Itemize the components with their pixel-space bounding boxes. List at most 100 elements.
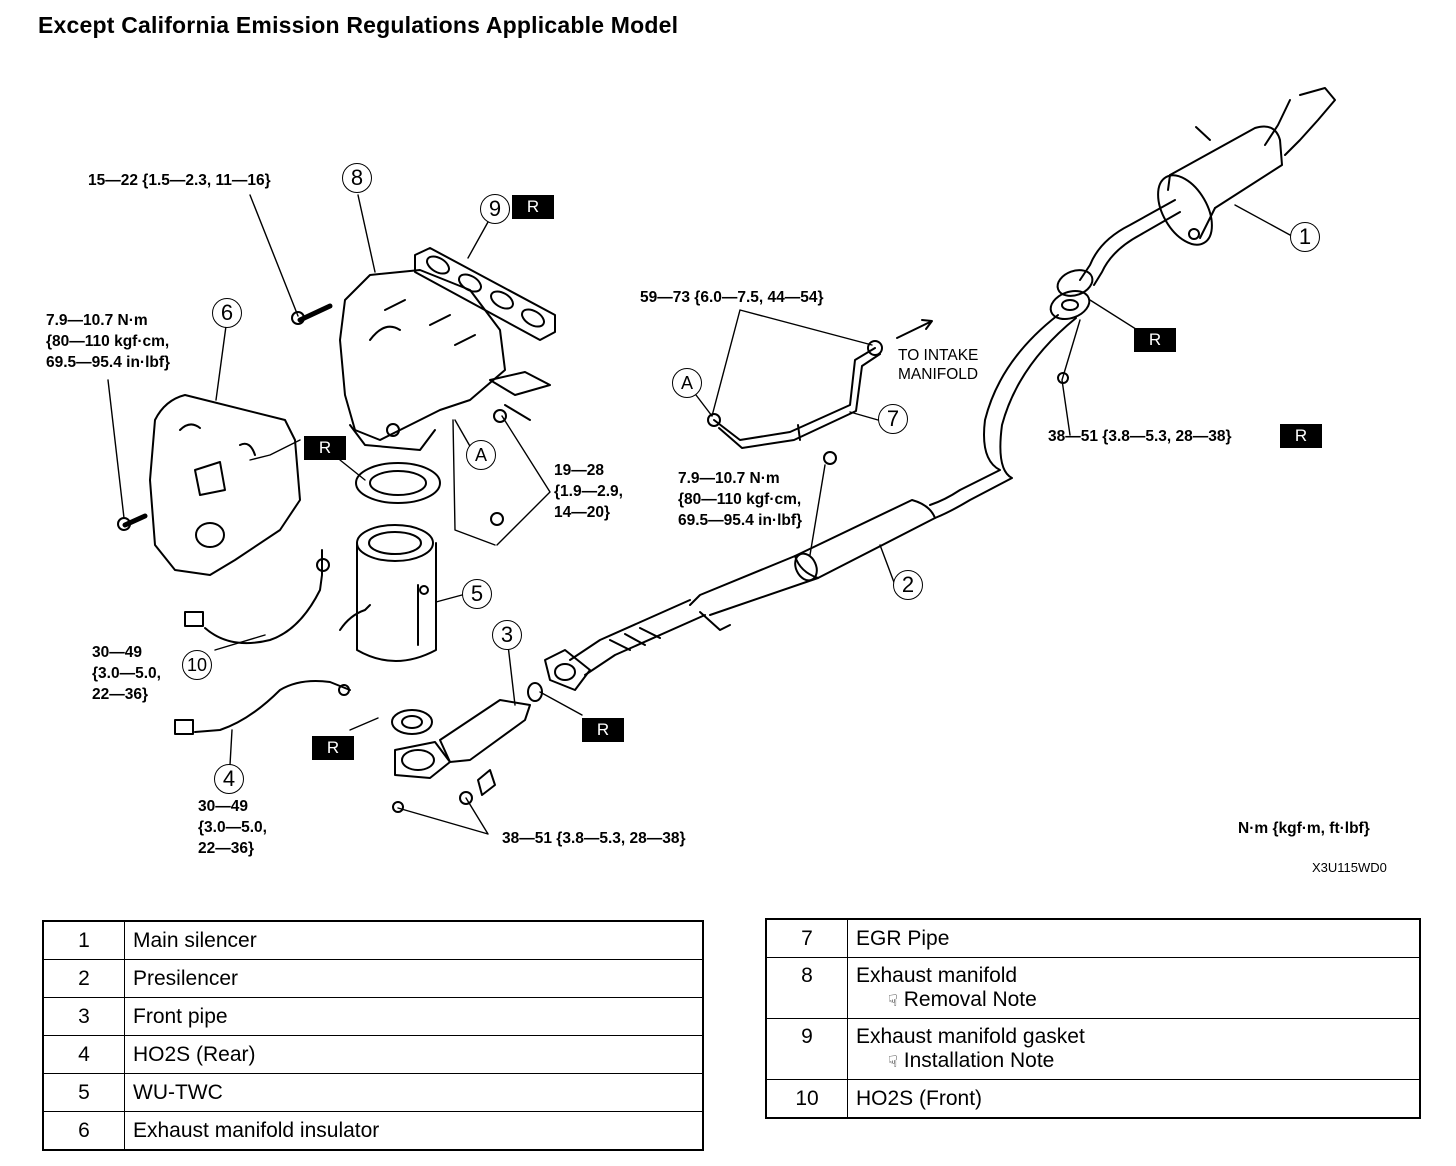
part-name: HO2S (Front) xyxy=(847,1079,1421,1119)
presilencer-drawing xyxy=(689,499,936,616)
torque-manifold-bolt: 15—22 {1.5—2.3, 11—16} xyxy=(88,172,271,189)
part-number: 2 xyxy=(42,959,125,998)
part-name: Exhaust manifold xyxy=(856,964,1018,987)
part-number: 10 xyxy=(765,1079,848,1119)
pointing-hand-icon: ☟ xyxy=(888,1054,898,1071)
part-name: Exhaust manifold gasket xyxy=(856,1025,1085,1048)
note-label: Installation Note xyxy=(903,1049,1055,1072)
ho2s-rear-drawing xyxy=(174,680,351,735)
to-intake-arrow-icon xyxy=(896,319,933,339)
part-number: 3 xyxy=(42,997,125,1036)
callout-7: 7 xyxy=(878,404,908,434)
wu-twc-drawing xyxy=(339,462,441,662)
table-row: 9 Exhaust manifold gasket ☟ Installation No… xyxy=(765,1018,1421,1080)
figure-code: X3U115WD0 xyxy=(1312,860,1387,875)
table-row: 8 Exhaust manifold ☟ Removal Note xyxy=(765,957,1421,1019)
callout-a-twc: A xyxy=(466,440,496,470)
exhaust-system-diagram xyxy=(107,87,1336,835)
replace-marker-front-gasket: R xyxy=(312,736,354,760)
replace-marker-twc-gasket: R xyxy=(304,436,346,460)
callout-10: 10 xyxy=(182,650,212,680)
egr-pipe-drawing xyxy=(713,347,881,449)
torque-ho2s-front: 30—49 {3.0—5.0, 22—36} xyxy=(92,642,161,705)
torque-line: 7.9—10.7 N·m xyxy=(46,312,148,329)
removal-note-link[interactable]: ☟ Removal Note xyxy=(856,988,1411,1012)
torque-rear-hanger: 38—51 {3.8—5.3, 28—38} xyxy=(1048,428,1232,445)
torque-line: {3.0—5.0, xyxy=(92,665,161,682)
torque-egr-union: 59—73 {6.0—7.5, 44—54} xyxy=(640,289,824,306)
torque-line: 69.5—95.4 in·lbf} xyxy=(678,512,803,529)
part-number: 8 xyxy=(765,957,848,1019)
units-note: N·m {kgf·m, ft·lbf} xyxy=(1238,820,1370,837)
replace-marker-rear-flange: R xyxy=(1134,328,1176,352)
center-pipe-drawing xyxy=(929,314,1077,519)
part-number: 4 xyxy=(42,1035,125,1074)
exhaust-manifold-drawing xyxy=(339,269,506,451)
flex-pipe-drawing xyxy=(544,599,731,691)
callout-9: 9 xyxy=(480,194,510,224)
torque-line: {1.9—2.9, xyxy=(554,483,623,500)
torque-line: {80—110 kgf·cm, xyxy=(46,333,170,350)
note-label: Removal Note xyxy=(903,988,1037,1011)
callout-6: 6 xyxy=(212,298,242,328)
torque-line: {3.0—5.0, xyxy=(198,819,267,836)
torque-line: 19—28 xyxy=(554,462,604,479)
torque-line: 69.5—95.4 in·lbf} xyxy=(46,354,171,371)
part-name: Front pipe xyxy=(124,997,704,1036)
part-name: EGR Pipe xyxy=(847,918,1421,958)
insulator-drawing xyxy=(149,394,301,576)
part-number: 1 xyxy=(42,920,125,960)
part-name: Presilencer xyxy=(124,959,704,998)
tail-pipe-drawing xyxy=(1079,199,1181,286)
page-title: Except California Emission Regulations A… xyxy=(38,12,679,38)
to-intake-manifold-label: TO INTAKE MANIFOLD xyxy=(898,346,978,384)
callout-5: 5 xyxy=(462,579,492,609)
pointing-hand-icon: ☟ xyxy=(888,993,898,1010)
part-cell: Exhaust manifold gasket ☟ Installation Not… xyxy=(847,1018,1421,1080)
part-number: 9 xyxy=(765,1018,848,1080)
replace-marker-rear-nut: R xyxy=(1280,424,1322,448)
replace-marker-gasket: R xyxy=(512,195,554,219)
heat-shield-drawing xyxy=(489,371,551,421)
part-name: Main silencer xyxy=(124,920,704,960)
part-number: 5 xyxy=(42,1073,125,1112)
torque-egr-bolt: 7.9—10.7 N·m {80—110 kgf·cm, 69.5—95.4 i… xyxy=(678,468,802,531)
part-number: 6 xyxy=(42,1111,125,1151)
replace-marker-front-pipe-ring: R xyxy=(582,718,624,742)
torque-front-pipe: 38—51 {3.8—5.3, 28—38} xyxy=(502,830,686,847)
torque-line: 22—36} xyxy=(92,686,149,703)
gasket-drawing xyxy=(414,247,556,341)
torque-twc-nut: 19—28 {1.9—2.9, 14—20} xyxy=(554,460,623,523)
callout-3: 3 xyxy=(492,620,522,650)
installation-note-link[interactable]: ☟ Installation Note xyxy=(856,1049,1411,1073)
callout-a-egr: A xyxy=(672,368,702,398)
part-name: Exhaust manifold insulator xyxy=(124,1111,704,1151)
torque-line: 30—49 xyxy=(92,644,142,661)
part-number: 7 xyxy=(765,918,848,958)
rear-flange-drawing xyxy=(1049,269,1094,321)
part-cell: Exhaust manifold ☟ Removal Note xyxy=(847,957,1421,1019)
callout-2: 2 xyxy=(893,570,923,600)
bolts-drawing xyxy=(117,303,1069,531)
torque-line: {80—110 kgf·cm, xyxy=(678,491,802,508)
torque-line: 30—49 xyxy=(198,798,248,815)
torque-line: 14—20} xyxy=(554,504,611,521)
torque-ho2s-rear: 30—49 {3.0—5.0, 22—36} xyxy=(198,796,267,859)
callout-4: 4 xyxy=(214,764,244,794)
callout-8: 8 xyxy=(342,163,372,193)
part-name: HO2S (Rear) xyxy=(124,1035,704,1074)
torque-line: 22—36} xyxy=(198,840,255,857)
ho2s-front-drawing xyxy=(184,549,330,645)
torque-insulator-bolt: 7.9—10.7 N·m {80—110 kgf·cm, 69.5—95.4 i… xyxy=(46,310,170,373)
to-intake-line: MANIFOLD xyxy=(898,366,979,383)
